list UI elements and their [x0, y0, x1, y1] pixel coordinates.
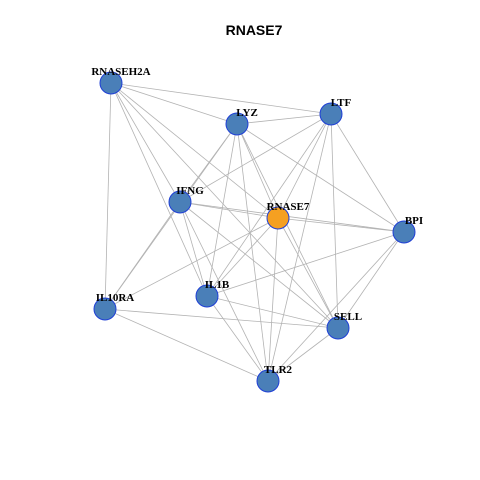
edge-rnaseh2a-ifng — [110, 82, 181, 203]
node-rnase7[interactable]: RNASE7 — [266, 201, 310, 230]
node-rnaseh2a[interactable]: RNASEH2A — [91, 66, 151, 95]
edge-il1b-tlr2 — [206, 295, 269, 382]
edge-il10ra-sell — [104, 308, 339, 329]
edge-ifng-rnase7 — [179, 201, 279, 219]
edge-rnase7-il10ra — [104, 217, 279, 310]
edge-il10ra-tlr2 — [104, 308, 269, 382]
edge-rnaseh2a-sell — [110, 82, 339, 329]
node-label-sell: SELL — [334, 311, 362, 323]
edge-rnaseh2a-ltf — [110, 82, 332, 115]
edge-ltf-ifng — [179, 113, 332, 203]
edge-layer — [104, 82, 405, 382]
edge-lyz-sell — [236, 123, 339, 329]
node-label-lyz: LYZ — [236, 107, 258, 119]
graph-title: RNASE7 — [226, 22, 283, 38]
edge-rnase7-tlr2 — [267, 217, 279, 382]
node-circle-il10ra[interactable] — [93, 297, 117, 321]
edge-lyz-tlr2 — [236, 123, 269, 382]
edge-ltf-tlr2 — [267, 113, 332, 382]
edge-lyz-bpi — [236, 123, 405, 233]
edge-lyz-ltf — [236, 113, 332, 125]
node-circle-lyz[interactable] — [225, 112, 249, 136]
node-il10ra[interactable]: IL10RA — [93, 292, 135, 321]
node-lyz[interactable]: LYZ — [225, 107, 258, 136]
node-circle-ltf[interactable] — [319, 102, 343, 126]
edge-ifng-tlr2 — [179, 201, 269, 382]
edge-bpi-il1b — [206, 231, 405, 297]
node-circle-rnase7[interactable] — [266, 206, 290, 230]
edge-ifng-sell — [179, 201, 339, 329]
edge-ifng-bpi — [179, 201, 405, 233]
node-il1b[interactable]: IL1B — [195, 279, 230, 308]
node-label-tlr2: TLR2 — [264, 364, 293, 376]
edge-ltf-bpi — [330, 113, 405, 233]
edge-bpi-sell — [337, 231, 405, 329]
node-label-bpi: BPI — [405, 215, 423, 227]
node-label-rnaseh2a: RNASEH2A — [91, 66, 150, 78]
edge-rnaseh2a-lyz — [110, 82, 238, 125]
node-sell[interactable]: SELL — [326, 311, 362, 340]
edge-ltf-rnase7 — [277, 113, 332, 219]
edge-sell-tlr2 — [267, 327, 339, 382]
node-circle-il1b[interactable] — [195, 284, 219, 308]
node-label-ifng: IFNG — [176, 185, 204, 197]
edge-ltf-il1b — [206, 113, 332, 297]
edge-rnase7-bpi — [277, 217, 405, 233]
edge-il1b-sell — [206, 295, 339, 329]
node-ifng[interactable]: IFNG — [168, 185, 204, 214]
node-circle-bpi[interactable] — [392, 220, 416, 244]
node-tlr2[interactable]: TLR2 — [256, 364, 293, 393]
edge-rnase7-il1b — [206, 217, 279, 297]
node-bpi[interactable]: BPI — [392, 215, 423, 244]
edge-ltf-sell — [330, 113, 339, 329]
edge-ifng-il1b — [179, 201, 208, 297]
node-label-il1b: IL1B — [205, 279, 230, 291]
edge-rnase7-sell — [277, 217, 339, 329]
edge-rnaseh2a-il1b — [110, 82, 208, 297]
node-ltf[interactable]: LTF — [319, 97, 352, 126]
node-circle-rnaseh2a[interactable] — [99, 71, 123, 95]
node-circle-sell[interactable] — [326, 316, 350, 340]
edge-bpi-tlr2 — [267, 231, 405, 382]
node-label-ltf: LTF — [331, 97, 352, 109]
edge-lyz-il1b — [206, 123, 238, 297]
node-label-rnase7: RNASE7 — [267, 201, 310, 213]
edge-rnaseh2a-rnase7 — [110, 82, 279, 219]
node-circle-tlr2[interactable] — [256, 369, 280, 393]
node-label-il10ra: IL10RA — [96, 292, 135, 304]
edge-rnaseh2a-il10ra — [104, 82, 112, 310]
node-circle-ifng[interactable] — [168, 190, 192, 214]
edge-ifng-il10ra — [104, 201, 181, 310]
